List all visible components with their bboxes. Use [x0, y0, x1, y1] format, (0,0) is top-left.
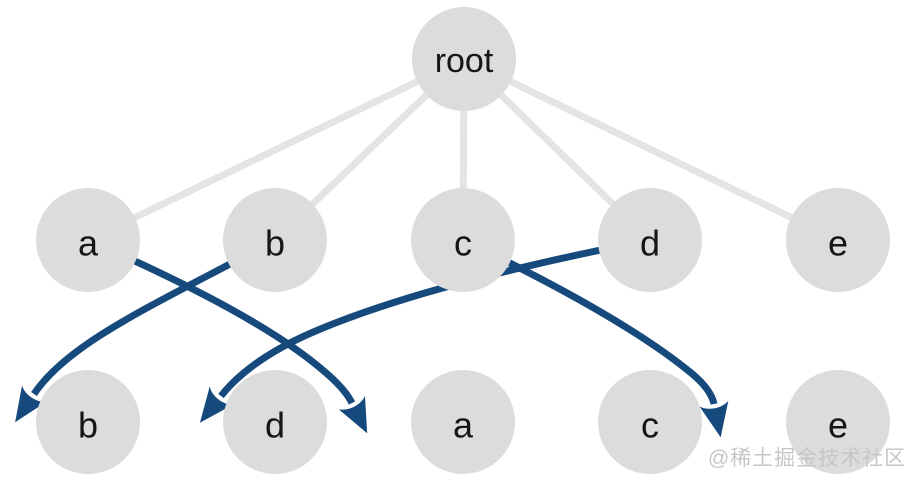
node-new-2: d — [223, 370, 327, 474]
node-old-2: b — [223, 188, 327, 292]
tree-edge-root-e — [460, 55, 842, 244]
node-circle-new-d — [223, 370, 327, 474]
node-new-5: e — [786, 370, 890, 474]
node-circle-old-e — [786, 188, 890, 292]
node-circle-old-d — [598, 188, 702, 292]
node-circle-old-c — [411, 188, 515, 292]
node-label-new-a: a — [453, 405, 474, 446]
node-circle-new-c — [598, 370, 702, 474]
node-circle-new-e — [786, 370, 890, 474]
node-root: root — [412, 7, 516, 111]
node-new-4: c — [598, 370, 702, 474]
watermark-text: @稀土掘金技术社区 — [708, 447, 906, 470]
move-arrow-c-to-position-4 — [461, 236, 729, 438]
node-old-1: a — [36, 188, 140, 292]
node-label-new-b: b — [78, 405, 98, 446]
new-children-row: b d a c e — [36, 370, 890, 474]
old-children-row: a b c d e — [36, 188, 890, 292]
node-label-new-c: c — [641, 405, 659, 446]
node-circle-old-b — [223, 188, 327, 292]
node-label-old-c: c — [454, 223, 472, 264]
node-label-root: root — [435, 42, 494, 80]
node-new-3: a — [411, 370, 515, 474]
move-arrow-d-to-position-2 — [199, 236, 651, 423]
node-label-old-a: a — [78, 223, 99, 264]
node-old-4: d — [598, 188, 702, 292]
node-old-3: c — [411, 188, 515, 292]
node-old-5: e — [786, 188, 890, 292]
node-label-old-d: d — [640, 223, 660, 264]
node-circle-root — [412, 7, 516, 111]
node-new-1: b — [36, 370, 140, 474]
node-circle-new-a — [411, 370, 515, 474]
tree-edge-root-a — [84, 55, 468, 244]
move-arrow-a-to-position-3 — [86, 236, 368, 434]
node-label-old-e: e — [828, 223, 848, 264]
node-label-old-b: b — [265, 223, 285, 264]
node-circle-old-a — [36, 188, 140, 292]
node-circle-new-b — [36, 370, 140, 474]
node-label-new-e: e — [828, 405, 848, 446]
node-label-new-d: d — [265, 405, 285, 446]
